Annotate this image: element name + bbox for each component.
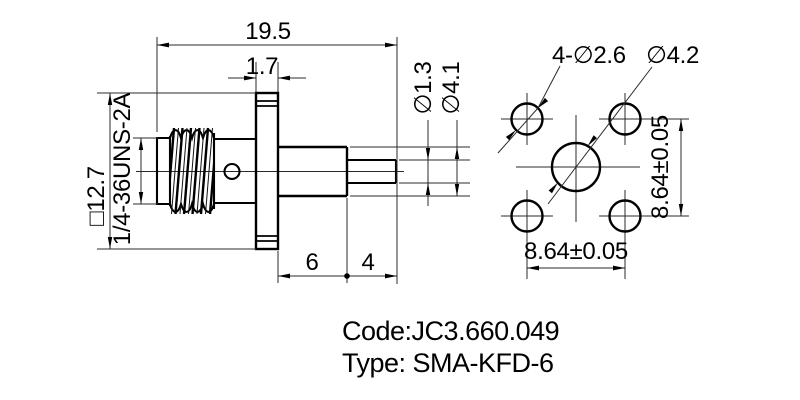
flange-square-label: □12.7 (83, 166, 110, 226)
mounting-hole-bottom-left (510, 199, 544, 233)
pin-diameter-label: ∅1.3 (410, 61, 437, 114)
thread-spec-label: 1/4-36UNS-2A (109, 92, 136, 245)
dim-hole-spacing-horizontal: 8.64±0.05 (524, 237, 628, 279)
dim-body-and-pin-length: 6 4 (277, 198, 397, 283)
dim-flange-thickness: 1.7 (228, 53, 306, 92)
hole-centerlines (501, 93, 651, 242)
center-hole-label: ∅4.2 (646, 42, 699, 69)
callout-center-hole: ∅4.2 (547, 42, 699, 205)
dim-total-length: 19.5 (156, 18, 398, 284)
thread-hatching (170, 127, 214, 215)
front-view: 4-∅2.6 ∅4.2 8.64±0.05 8.64±0.05 (497, 42, 699, 279)
mounting-hole-top-right (608, 102, 642, 136)
pin-length-label: 4 (361, 249, 374, 276)
part-code: Code:JC3.660.049 (342, 316, 559, 346)
barrel-hole (223, 162, 241, 181)
hole-spacing-horizontal-label: 8.64±0.05 (524, 238, 628, 265)
caption-block: Code:JC3.660.049 Type: SMA-KFD-6 (342, 316, 560, 378)
mounting-holes-label: 4-∅2.6 (552, 42, 626, 69)
center-hole (550, 141, 602, 193)
body-diameter-label: ∅4.1 (438, 61, 465, 114)
part-type: Type: SMA-KFD-6 (342, 348, 554, 378)
front-rim-outline (155, 136, 170, 206)
flange-outline (254, 91, 280, 251)
hole-spacing-vertical-label: 8.64±0.05 (647, 115, 674, 219)
total-length-label: 19.5 (245, 18, 291, 45)
side-view: 19.5 1.7 □12.7 1/4-36U (83, 18, 470, 284)
body-length-label: 6 (305, 249, 318, 276)
dim-body-diameter: ∅4.1 (350, 61, 470, 197)
dim-hole-spacing-vertical: 8.64±0.05 (643, 115, 689, 219)
dim-pin-diameter: ∅1.3 (399, 61, 470, 206)
mounting-hole-bottom-right (608, 199, 642, 233)
dim-flange-square: □12.7 (83, 92, 256, 250)
flange-thickness-label: 1.7 (246, 53, 278, 80)
mounting-hole-top-left (510, 102, 544, 136)
dim-thread-spec: 1/4-36UNS-2A (109, 92, 158, 245)
callout-mounting-holes: 4-∅2.6 (497, 42, 626, 154)
